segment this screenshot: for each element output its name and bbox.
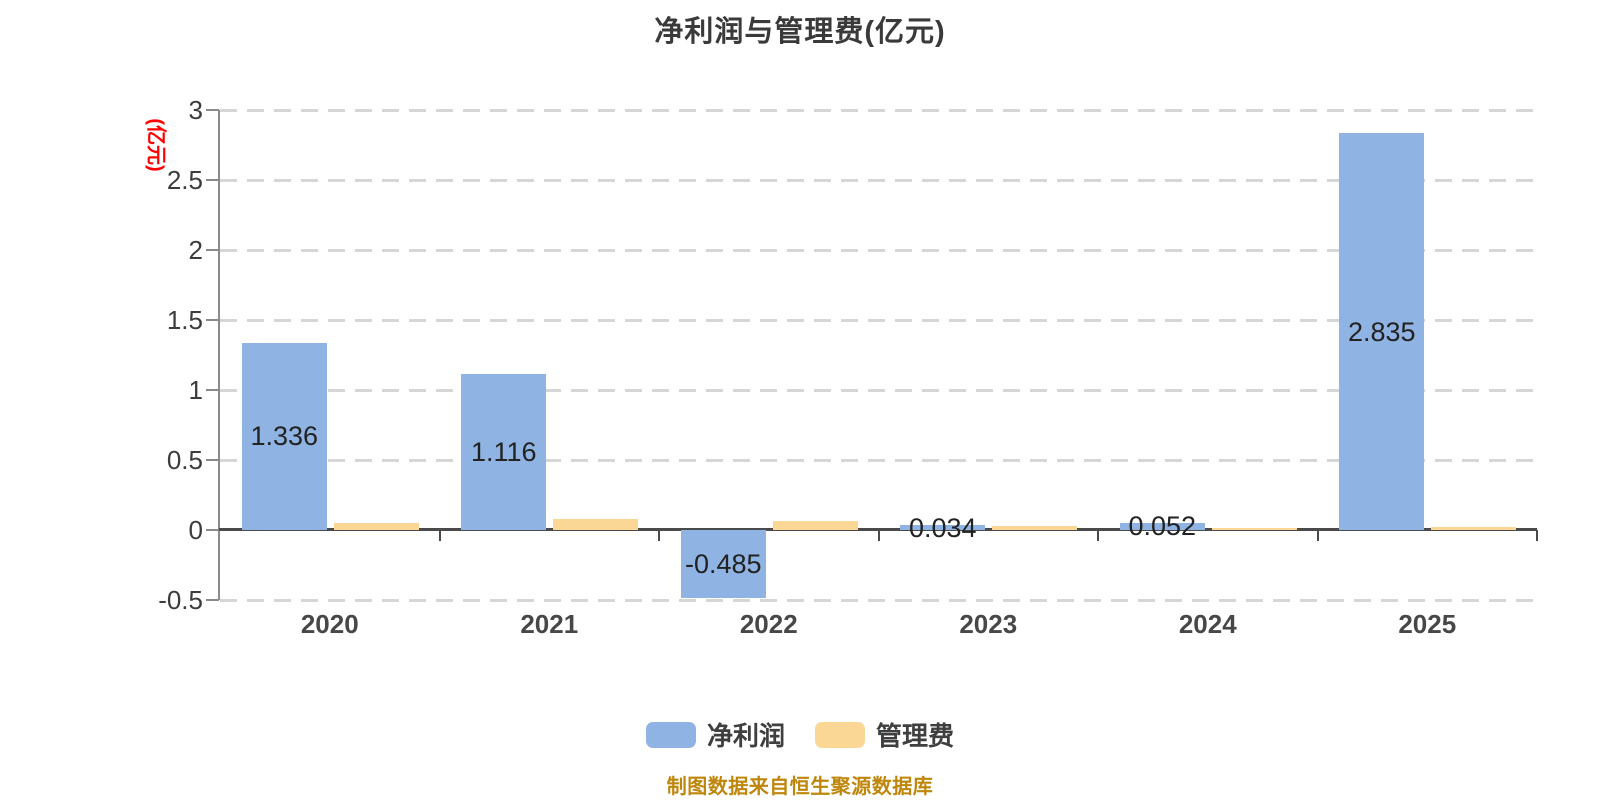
y-tick-label: 0 xyxy=(188,515,203,545)
gridline xyxy=(220,319,1537,322)
chart-title: 净利润与管理费(亿元) xyxy=(654,16,946,48)
y-tick-label: 3 xyxy=(188,95,203,125)
y-tick xyxy=(206,459,219,461)
gridline xyxy=(220,109,1537,112)
bar-net-profit-2020 xyxy=(241,342,327,530)
x-tick-label-2023: 2023 xyxy=(959,609,1018,639)
gridline xyxy=(220,389,1537,392)
y-tick-label: 2 xyxy=(188,235,203,265)
bar-management-fee-2020 xyxy=(333,523,419,530)
y-tick xyxy=(206,319,219,321)
y-tick-label: 1 xyxy=(188,375,203,405)
x-tick xyxy=(658,530,660,541)
bar-value-label: 2.835 xyxy=(1347,316,1416,347)
source-note: 制图数据来自恒生聚源数据库 xyxy=(666,776,934,798)
x-tick xyxy=(1097,530,1099,541)
x-axis-line xyxy=(219,528,1537,531)
legend: 净利润 管理费 xyxy=(0,716,1600,753)
bar-net-profit-2025 xyxy=(1339,133,1425,530)
x-tick-label-2025: 2025 xyxy=(1398,609,1457,639)
y-tick xyxy=(206,249,219,251)
legend-item-net-profit: 净利润 xyxy=(645,716,785,753)
x-tick-label-2020: 2020 xyxy=(300,609,359,639)
bar-management-fee-2024 xyxy=(1211,527,1297,530)
bar-value-label: 1.336 xyxy=(250,421,319,452)
y-tick xyxy=(206,529,219,531)
bar-management-fee-2023 xyxy=(992,526,1078,530)
y-tick-label: 0.5 xyxy=(166,445,203,475)
bar-management-fee-2021 xyxy=(553,518,639,530)
bar-management-fee-2022 xyxy=(772,520,858,530)
legend-item-management-fee: 管理费 xyxy=(815,716,954,753)
bar-value-label: 1.116 xyxy=(470,436,537,467)
bar-value-label: 0.052 xyxy=(1128,511,1197,542)
x-tick xyxy=(1536,530,1538,541)
gridline xyxy=(220,599,1537,602)
x-tick xyxy=(438,530,441,541)
legend-label-management-fee: 管理费 xyxy=(876,721,955,751)
y-tick-label: -0.5 xyxy=(158,585,203,615)
x-tick xyxy=(1316,530,1319,541)
y-axis-line xyxy=(218,110,220,600)
y-tick xyxy=(206,599,219,601)
y-tick xyxy=(206,109,219,111)
bar-value-label: -0.485 xyxy=(684,548,762,579)
y-tick-label: 2.5 xyxy=(166,165,203,195)
bar-value-label: 0.034 xyxy=(908,512,977,543)
gridline xyxy=(220,179,1537,182)
management-fee-swatch-icon xyxy=(815,721,865,748)
bar-net-profit-2023 xyxy=(900,525,986,530)
y-tick xyxy=(206,179,219,181)
y-tick-label: 1.5 xyxy=(166,305,203,335)
gridline xyxy=(220,249,1537,252)
x-tick-label-2024: 2024 xyxy=(1178,609,1237,639)
x-tick-label-2021: 2021 xyxy=(520,609,579,639)
bar-management-fee-2025 xyxy=(1431,526,1517,530)
gridline xyxy=(220,459,1537,462)
bar-net-profit-2024 xyxy=(1119,522,1205,530)
net-profit-swatch-icon xyxy=(645,721,696,748)
x-tick xyxy=(877,530,880,541)
y-tick xyxy=(206,389,219,391)
legend-label-net-profit: 净利润 xyxy=(706,721,785,751)
x-tick-label-2022: 2022 xyxy=(739,609,798,639)
bar-net-profit-2021 xyxy=(461,373,547,530)
bar-net-profit-2022 xyxy=(680,530,766,598)
y-axis-unit-label: (亿元) xyxy=(144,118,167,172)
